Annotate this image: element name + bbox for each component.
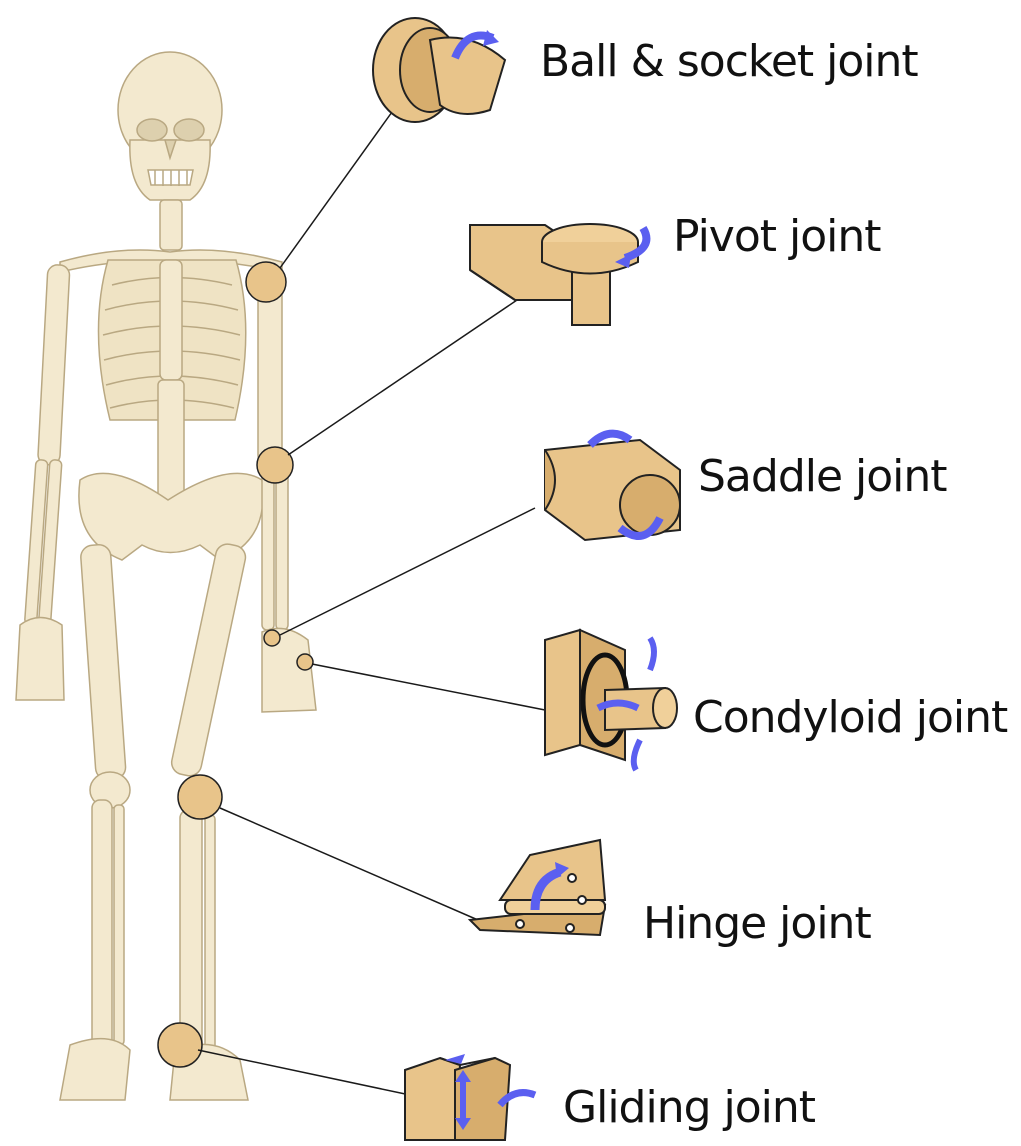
left-leg xyxy=(60,544,130,1100)
knee-marker xyxy=(178,775,222,819)
leader-pivot xyxy=(288,298,520,455)
skeleton xyxy=(16,52,316,1100)
right-arm xyxy=(258,275,316,712)
label-pivot: Pivot joint xyxy=(673,215,881,259)
ankle-marker xyxy=(158,1023,202,1067)
label-condyloid: Condyloid joint xyxy=(693,696,1007,740)
condyloid-joint-icon xyxy=(545,630,677,770)
leader-hinge xyxy=(220,808,478,920)
gliding-joint-icon xyxy=(405,1054,535,1140)
lumbar-spine xyxy=(158,380,184,500)
hinge-joint-icon xyxy=(470,840,605,935)
leader-condyloid xyxy=(312,664,545,710)
right-leg xyxy=(169,542,248,1100)
label-saddle: Saddle joint xyxy=(698,455,947,499)
elbow-marker xyxy=(257,447,293,483)
label-gliding: Gliding joint xyxy=(563,1086,815,1130)
saddle-joint-icon xyxy=(545,434,680,540)
knuckle-marker xyxy=(297,654,313,670)
left-arm xyxy=(16,264,70,700)
cervical-spine xyxy=(160,200,182,250)
skull xyxy=(118,52,222,200)
pivot-joint-icon xyxy=(470,224,646,325)
leader-saddle xyxy=(280,508,535,635)
label-hinge: Hinge joint xyxy=(643,902,871,946)
leader-ball-socket xyxy=(280,112,392,268)
label-ball-socket: Ball & socket joint xyxy=(540,40,918,84)
ball-socket-joint-icon xyxy=(373,18,505,122)
wrist-marker xyxy=(264,630,280,646)
